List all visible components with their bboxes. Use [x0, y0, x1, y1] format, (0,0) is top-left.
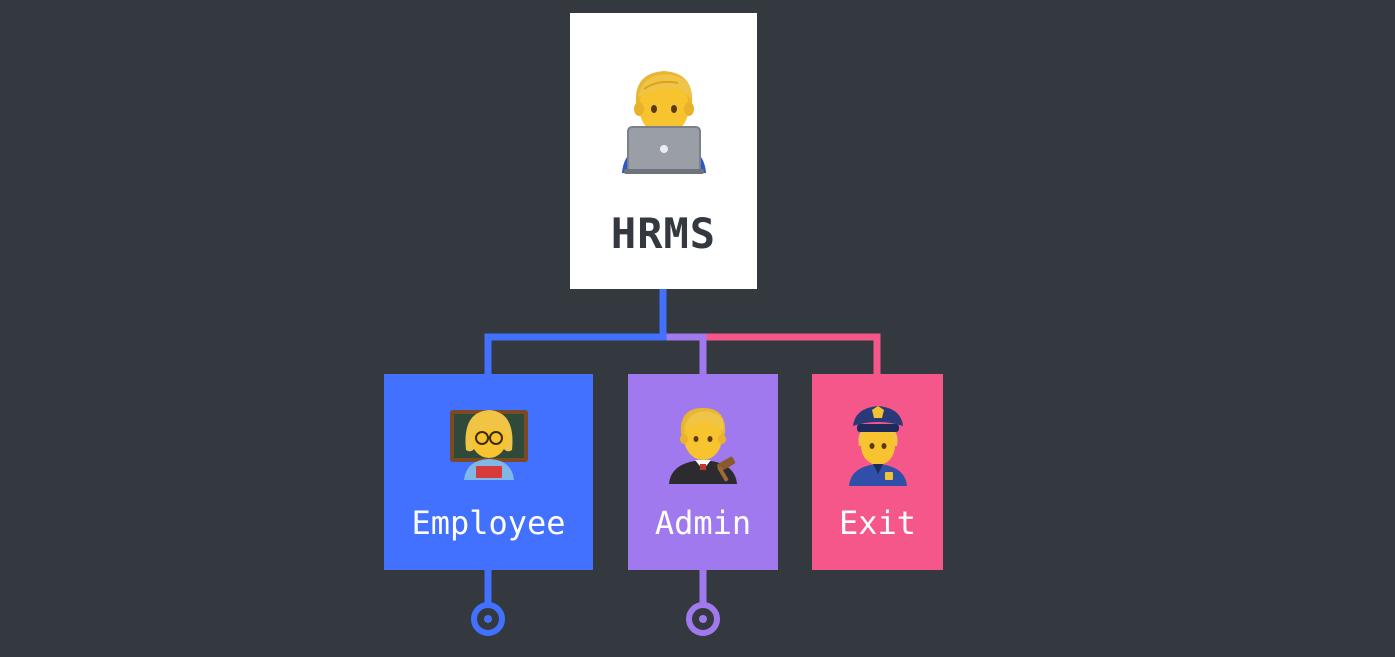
teacher-icon	[384, 404, 593, 484]
admin-label: Admin	[654, 504, 752, 542]
police-officer-icon	[812, 404, 943, 490]
connector-admin	[663, 333, 707, 374]
hrms-root-node[interactable]: HRMS	[570, 13, 757, 289]
judge-icon	[628, 404, 778, 488]
connector-employee	[484, 289, 667, 374]
exit-label: Exit	[838, 504, 917, 542]
employee-endpoint-dot	[484, 615, 492, 623]
employee-node[interactable]: Employee	[384, 374, 593, 570]
employee-label: Employee	[411, 504, 566, 542]
admin-endpoint-dot	[699, 615, 707, 623]
technologist-icon	[570, 65, 757, 179]
root-label: HRMS	[610, 209, 717, 258]
connector-exit	[663, 333, 881, 374]
admin-node[interactable]: Admin	[628, 374, 778, 570]
exit-node[interactable]: Exit	[812, 374, 943, 570]
